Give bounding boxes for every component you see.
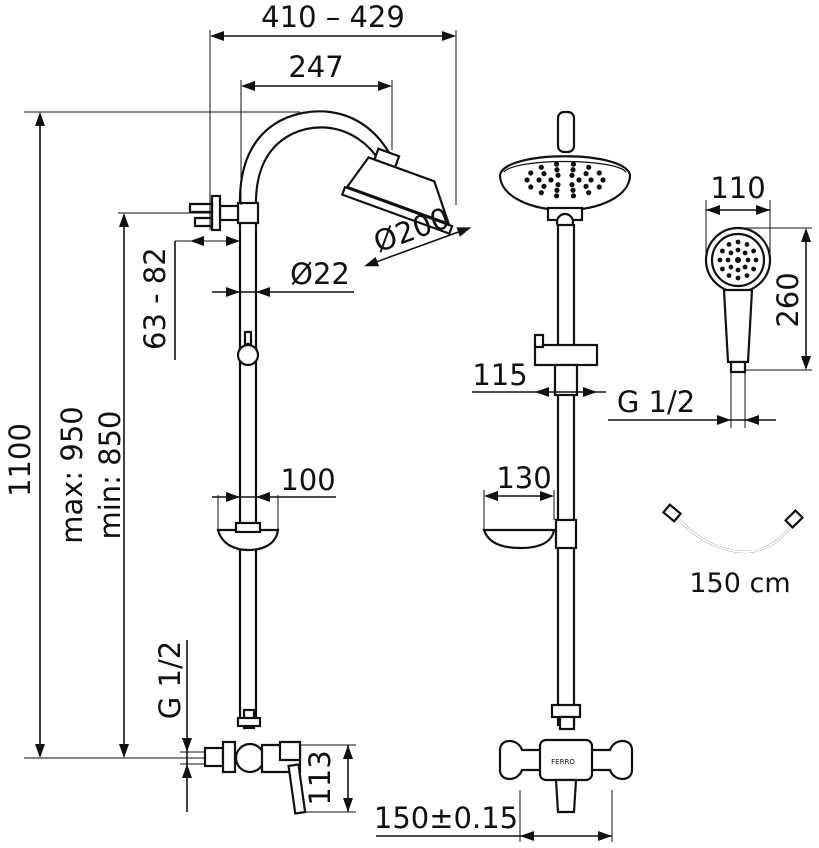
dim-inlet-thread-left: G 1/2 [153,641,187,719]
nozzle-dot [726,273,732,278]
nozzle-dot [728,264,734,270]
dim-pipe-diameter: Ø22 [290,257,350,291]
front-soap-shelf [482,528,556,550]
hose: 150 cm [661,503,805,599]
nozzle-dot [744,242,750,247]
nozzle-dot [735,247,741,253]
hose-length-label: 150 cm [689,568,790,599]
nozzle-dot [753,257,759,263]
nozzle-dot [569,172,575,178]
dim-bracket-depth: 115 [472,358,527,392]
brand-mark: FERRO [551,758,575,766]
nozzle-dot [553,193,560,199]
nozzle-dot [742,264,748,270]
dim-height-min: min: 850 [93,410,127,539]
dim-shelf-depth: 100 [280,463,335,497]
nozzle-dot [588,177,594,183]
side-view: 410 – 429 247 Ø200 63 - 82 Ø22 1 [3,0,472,815]
nozzle-dot [536,177,542,183]
nozzle-dot [555,172,561,178]
nozzle-dot [524,177,530,183]
nozzle-dot [600,177,606,183]
front-vertical-pipe [556,223,576,727]
side-mixer [203,708,307,815]
nozzle-dot [570,193,577,199]
nozzle-dot [541,183,547,189]
nozzle-dot [586,190,592,196]
nozzle-dot [735,275,741,281]
side-soap-shelf [216,528,280,552]
front-shower-head [498,155,632,232]
side-slider-knob [236,343,260,367]
nozzle-dot [751,266,756,272]
dim-wall-offset: 63 - 82 [138,247,172,350]
nozzle-dot [726,242,732,247]
nozzle-dot [583,183,589,189]
nozzle-dot [596,170,602,176]
dim-hand-shower-length: 260 [771,272,805,327]
nozzle-dot [541,171,547,177]
dim-arm-reach: 247 [288,50,343,84]
nozzle-dot [742,250,748,256]
nozzle-dot [720,266,725,272]
nozzle-dot [744,273,750,278]
nozzle-dot [725,257,731,263]
nozzle-dot [570,167,576,173]
nozzle-dot [583,171,589,177]
dim-total-height: 1100 [3,423,37,497]
dim-inlet-spacing: 150±0.15 [374,801,518,835]
nozzle-dot [751,248,756,254]
nozzle-dot [586,164,592,170]
nozzle-dot [570,161,577,167]
nozzle-dot [555,182,561,188]
dim-hand-shower-width: 110 [710,171,765,205]
nozzle-dot [735,267,741,273]
side-shower-head [340,147,454,236]
nozzle-dot [548,177,554,183]
nozzle-dot [735,257,741,263]
nozzle-dot [554,167,560,173]
nozzle-dot [538,164,544,170]
front-slider-bracket [533,333,599,397]
dim-total-width: 410 – 429 [261,0,405,34]
dim-mixer-height: 113 [303,750,337,805]
dim-height-max: max: 950 [55,406,89,544]
nozzle-dot [553,161,560,167]
hand-shower: 110 260 G 1/2 [608,171,812,428]
dim-hand-thread: G 1/2 [617,385,695,419]
nozzle-dot [528,170,534,176]
front-mixer: FERRO [498,738,634,814]
nozzle-dot [538,190,544,196]
nozzle-dot [745,257,751,263]
nozzle-dot [528,184,534,190]
nozzle-dot [735,239,741,245]
nozzle-dot [554,187,560,193]
nozzle-dot [717,257,723,263]
nozzle-dot [596,184,602,190]
nozzle-dot [728,250,734,256]
nozzle-dot [570,187,576,193]
side-vertical-pipe [238,203,258,727]
nozzle-dot [569,182,575,188]
nozzle-dot [720,248,725,254]
nozzle-dot [576,177,582,183]
dim-shelf-width: 130 [496,461,551,495]
front-view: FERRO 115 130 150±0.15 [374,110,634,842]
